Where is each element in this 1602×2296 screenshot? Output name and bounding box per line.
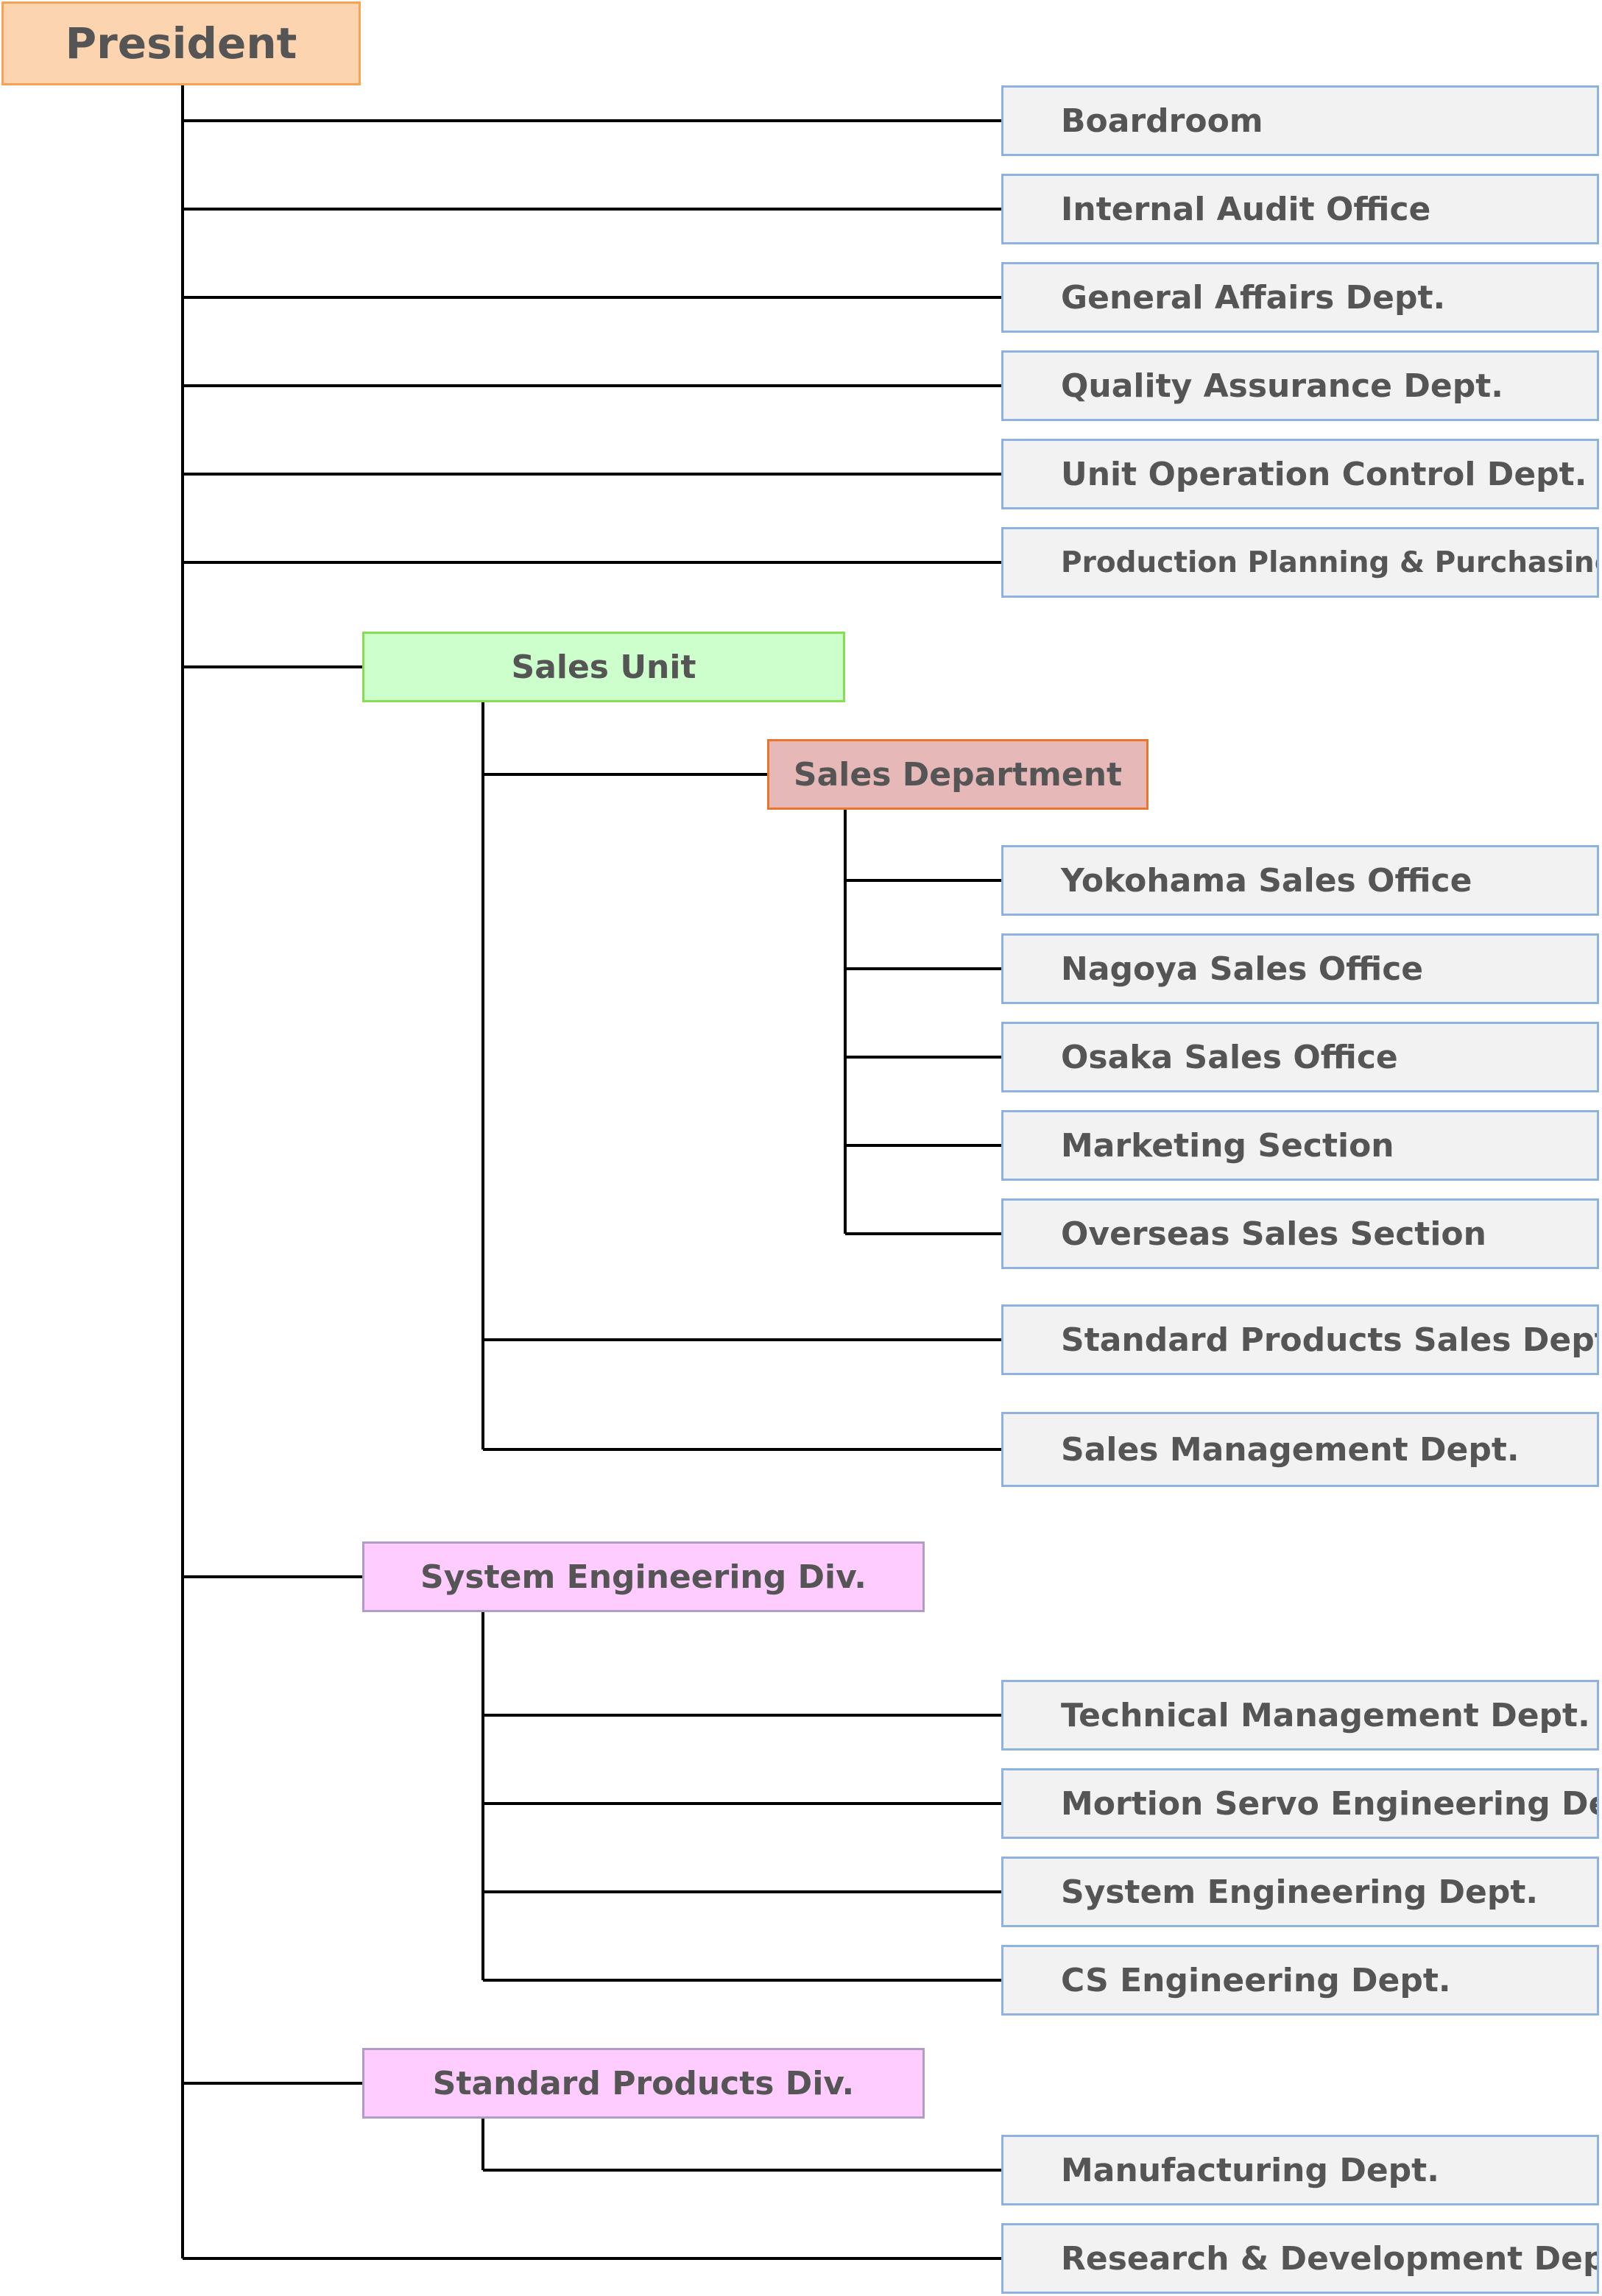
system-engineering-dept-box: System Engineering Dept. (1001, 1857, 1599, 1927)
manufacturing-dept-box: Manufacturing Dept. (1001, 2135, 1599, 2205)
marketing-section-box: Marketing Section (1001, 1110, 1599, 1181)
system-engineering-div-box: System Engineering Div. (362, 1541, 925, 1612)
unit-operation-control-dept-box: Unit Operation Control Dept. (1001, 439, 1599, 509)
sales-department-box: Sales Department (767, 739, 1148, 810)
sales-unit-box: Sales Unit (362, 632, 845, 702)
quality-assurance-dept-box: Quality Assurance Dept. (1001, 350, 1599, 421)
overseas-sales-section-box: Overseas Sales Section (1001, 1198, 1599, 1269)
mortion-servo-engineering-dept-box: Mortion Servo Engineering Dept. (1001, 1768, 1599, 1839)
internal-audit-office-box: Internal Audit Office (1001, 174, 1599, 244)
standard-products-div-box: Standard Products Div. (362, 2048, 925, 2119)
yokohama-sales-office-box: Yokohama Sales Office (1001, 845, 1599, 916)
sales-management-dept-box: Sales Management Dept. (1001, 1412, 1599, 1487)
cs-engineering-dept-box: CS Engineering Dept. (1001, 1945, 1599, 2016)
standard-products-sales-dept-box: Standard Products Sales Dept. (1001, 1304, 1599, 1375)
general-affairs-dept-box: General Affairs Dept. (1001, 262, 1599, 333)
nagoya-sales-office-box: Nagoya Sales Office (1001, 933, 1599, 1004)
boardroom-box: Boardroom (1001, 85, 1599, 156)
research-development-dept-box: Research & Development Dept. (1001, 2223, 1599, 2294)
production-planning-purchasing-dept-box: Production Planning & Purchasing Dept. (1001, 527, 1599, 598)
president-box: President (1, 1, 361, 85)
osaka-sales-office-box: Osaka Sales Office (1001, 1022, 1599, 1092)
technical-management-dept-box: Technical Management Dept. (1001, 1680, 1599, 1751)
